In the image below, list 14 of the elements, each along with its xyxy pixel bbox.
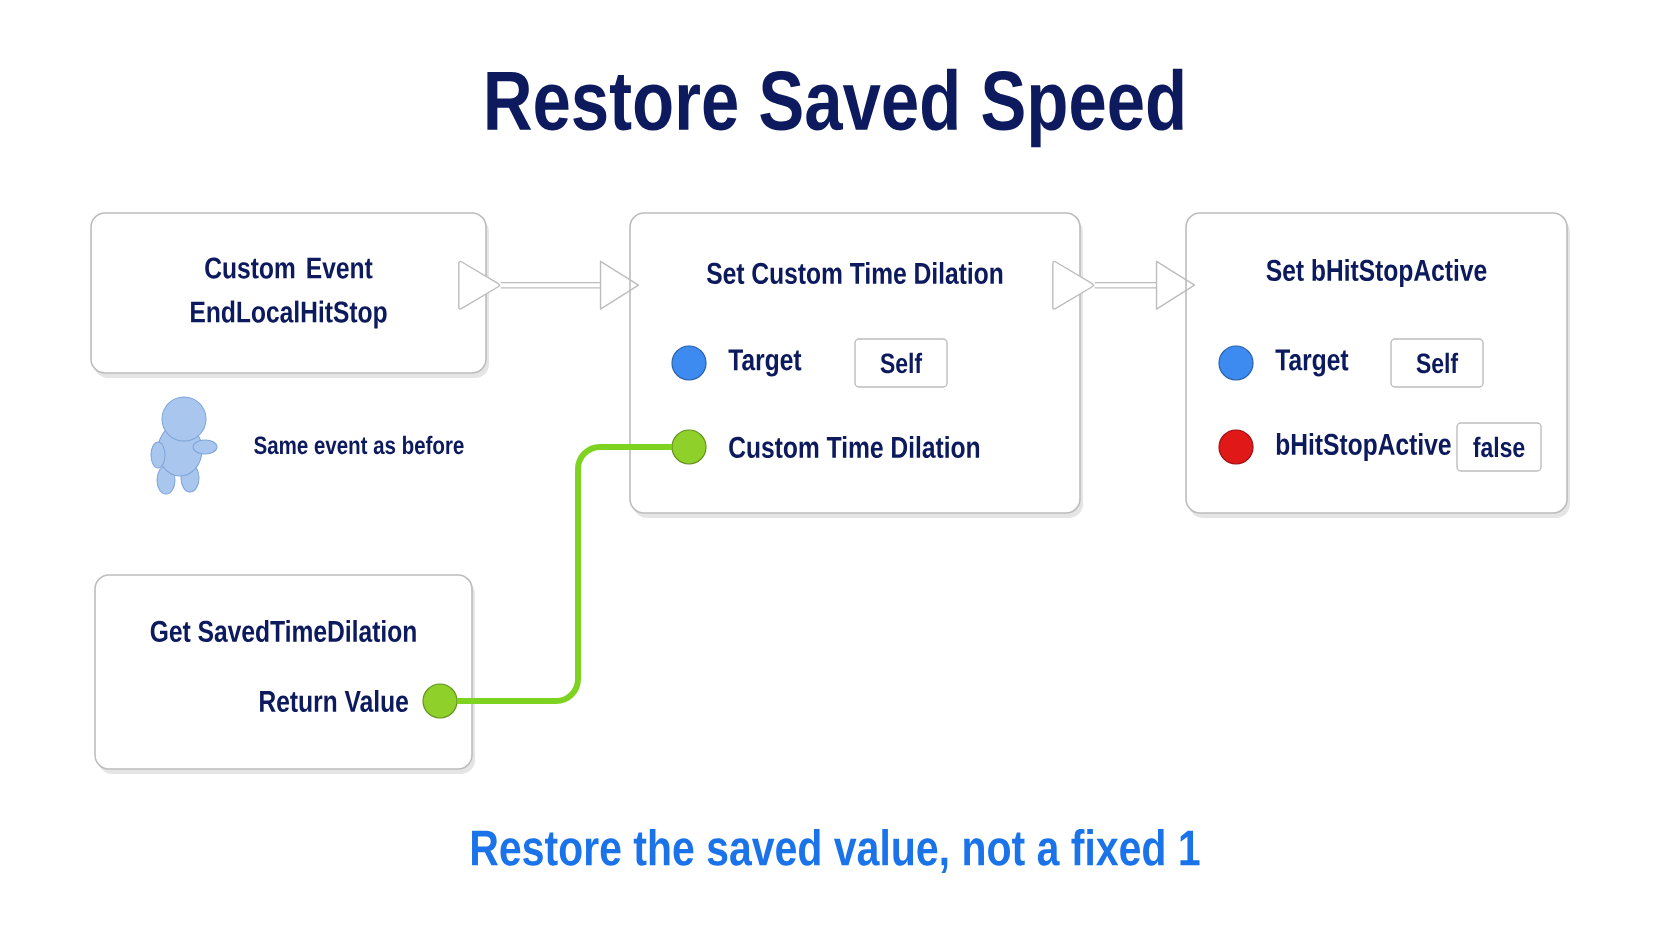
note-text: Same event as before bbox=[254, 435, 464, 455]
value-field: Self bbox=[1390, 338, 1484, 388]
pin: Custom Time Dilation bbox=[729, 436, 980, 458]
exec-arrow bbox=[1094, 260, 1196, 310]
value-field: Self bbox=[854, 338, 948, 388]
title: Restore Saved Speed bbox=[487, 68, 1183, 148]
pin: Target bbox=[728, 349, 802, 377]
caption: Restore the saved value, not a fixed 1 bbox=[472, 829, 1200, 873]
value-field: false bbox=[1456, 422, 1542, 472]
pin: Return Value bbox=[260, 690, 408, 712]
exec-arrow bbox=[500, 260, 640, 310]
event-box: Custom Event EndLocalHitStop bbox=[90, 212, 489, 378]
pin: Target bbox=[1275, 349, 1349, 377]
pin: bHitStopActive bbox=[1276, 433, 1451, 461]
